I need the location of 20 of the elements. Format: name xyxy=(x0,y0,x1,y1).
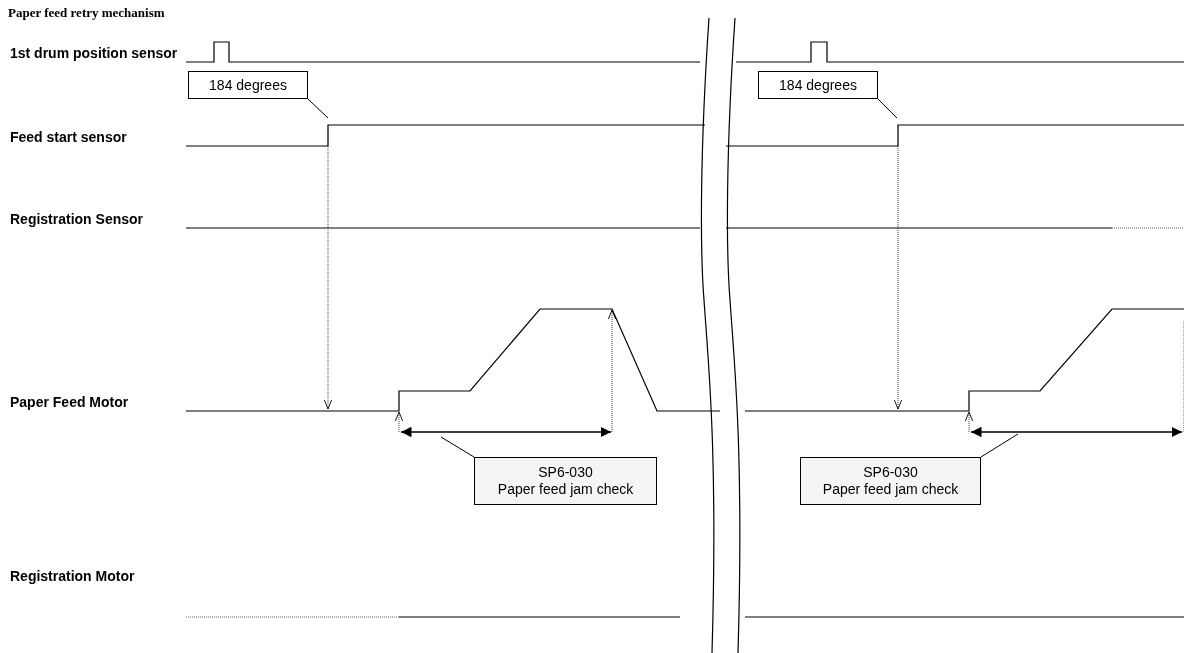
callout-box xyxy=(474,457,657,505)
callout-text: 184 degrees xyxy=(208,77,288,94)
signal-name: Paper Feed Motor xyxy=(10,394,129,410)
callout-text: 184 degrees xyxy=(778,77,858,94)
leader-line xyxy=(440,436,475,458)
leader-line xyxy=(307,98,329,119)
callout-box xyxy=(188,71,308,99)
diagram-title: Paper feed retry mechanism xyxy=(8,5,165,21)
signal-name: Registration Motor xyxy=(10,568,135,584)
leader-line xyxy=(877,98,898,119)
callout-text: SP6-030 xyxy=(537,464,594,481)
signal-name: Feed start sensor xyxy=(10,129,127,145)
signal-name: 1st drum position sensor xyxy=(10,45,178,61)
signal-name: Registration Sensor xyxy=(10,211,144,227)
callout-box xyxy=(800,457,981,505)
leader-line xyxy=(980,433,1019,458)
callout-text: Paper feed jam check xyxy=(496,481,635,498)
callout-box xyxy=(758,71,878,99)
callout-text: SP6-030 xyxy=(862,464,919,481)
callout-text: Paper feed jam check xyxy=(821,481,960,498)
